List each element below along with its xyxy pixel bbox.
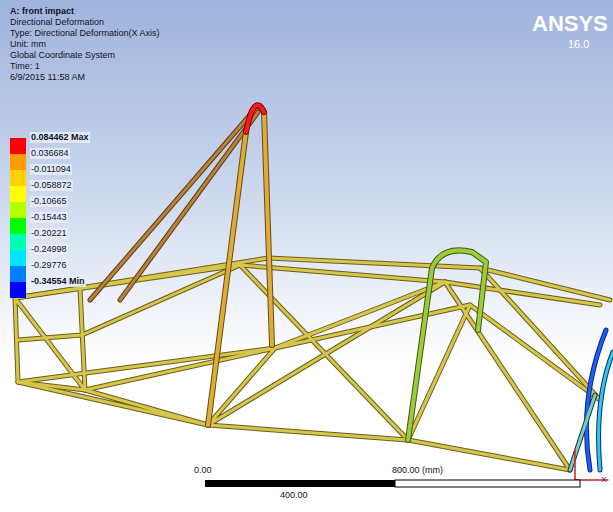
legend-value: -0.15443 (30, 212, 68, 223)
legend-value: 0.084462 Max (30, 132, 90, 143)
software-logo: ANSYS (532, 12, 608, 36)
legend-swatch (10, 266, 26, 282)
legend-value: -0.058872 (30, 180, 73, 191)
legend-swatch (10, 282, 26, 298)
result-type: Directional Deformation (10, 17, 104, 28)
legend-value: -0.011094 (30, 164, 72, 175)
software-version: 16.0 (568, 38, 589, 51)
legend-value: -0.24998 (30, 244, 68, 255)
legend-swatch (10, 202, 26, 218)
legend-swatch (10, 154, 26, 170)
legend-swatch (10, 250, 26, 266)
date-stamp: 6/9/2015 11:58 AM (10, 72, 85, 83)
coordinate-system: Global Coordinate System (10, 50, 115, 61)
scale-value: 0.00 (194, 465, 212, 476)
time-label: Time: 1 (10, 61, 40, 72)
legend-value: -0.29776 (30, 260, 68, 271)
legend-swatch (10, 218, 26, 234)
legend-swatch (10, 186, 26, 202)
legend-swatch (10, 234, 26, 250)
legend-value: -0.10665 (30, 196, 68, 207)
legend-swatch (10, 170, 26, 186)
scale-value: 800.00 (mm) (392, 465, 443, 476)
legend-value: -0.20221 (30, 228, 68, 239)
result-title: A: front impact (10, 6, 74, 17)
legend-value: 0.036684 (30, 148, 70, 159)
result-type: Type: Directional Deformation(X Axis) (10, 28, 160, 39)
unit-label: Unit: mm (10, 39, 46, 50)
axis-label: X (601, 474, 606, 485)
legend-value: -0.34554 Min (30, 276, 86, 287)
scale-value: 400.00 (280, 490, 308, 501)
legend-swatch (10, 138, 26, 154)
